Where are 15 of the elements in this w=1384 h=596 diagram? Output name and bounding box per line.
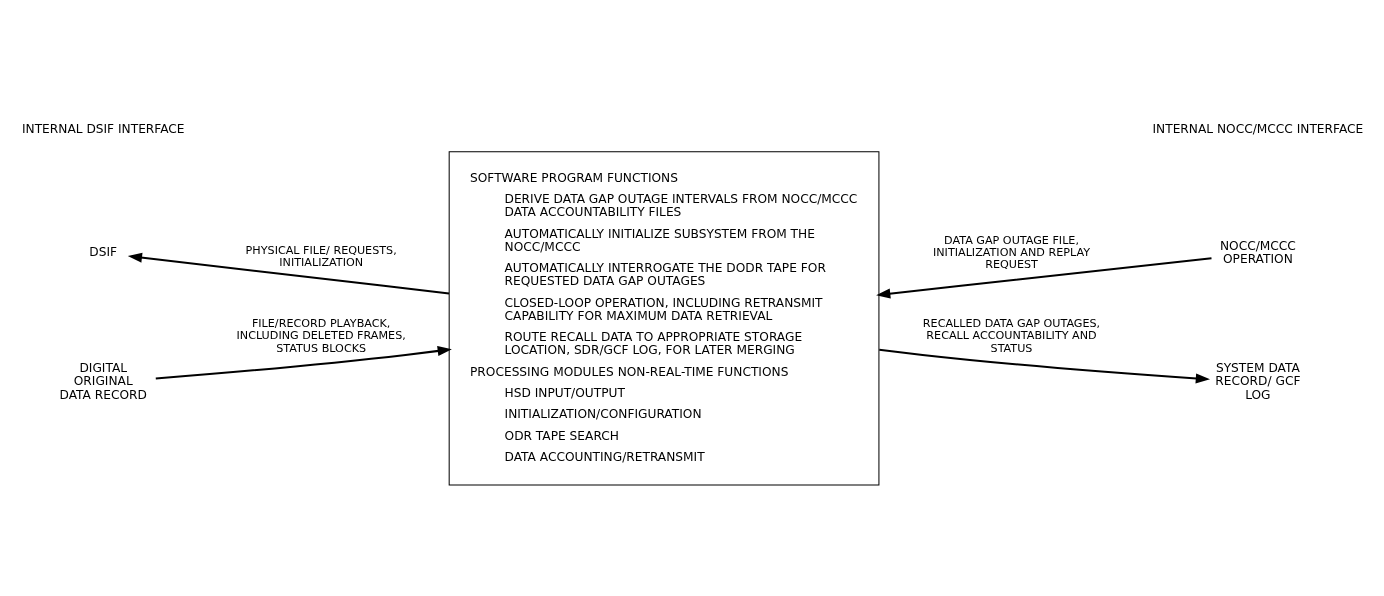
edge-label: FILE/RECORD PLAYBACK, INCLUDING DELETED FRAMES, STATUS BLOCKS bbox=[236, 317, 406, 355]
arrow bbox=[155, 346, 452, 380]
node-text: DSIF bbox=[88, 245, 117, 260]
arrow bbox=[875, 257, 1212, 299]
label: INTERNAL NOCC/MCCC INTERFACE bbox=[1152, 121, 1363, 136]
node-text: SYSTEM DATA RECORD/ GCF LOG bbox=[1214, 361, 1300, 402]
edge-label: DATA GAP OUTAGE FILE, INITIALIZATION AND REPLAY REQUEST bbox=[932, 233, 1090, 272]
node-text: DIGITAL ORIGINAL DATA RECORD bbox=[59, 361, 147, 402]
edge-label: RECALLED DATA GAP OUTAGES, RECALL ACCOUNTABILITY AND STATUS bbox=[922, 317, 1100, 355]
arrow bbox=[127, 252, 449, 295]
label: INTERNAL DSIF INTERFACE bbox=[21, 121, 185, 136]
edge-label: PHYSICAL FILE/ REQUESTS, INITIALIZATION bbox=[245, 244, 397, 270]
arrow bbox=[878, 348, 1210, 384]
node-box: SOFTWARE PROGRAM FUNCTIONS DERIVE DATA GAP OUTAGE INTERVALS FROM NOCC/MCCC DATA ACCOUNTABILITY FILES AUTOMATICALLY INITIALIZE SUBSYSTEM FROM THE NOCC/MCCC AUTOMATICALLY INTERROGATE THE DODR TAPE FOR REQUESTED DATA GAP OUTAGES CLOSED-LOOP OPERATION, INCLUDING RETRANSMIT CAPABILITY FOR MAXIMUM DATA RETRIEVAL ROUTE RECALL DATA TO APPROPRIATE STORAGE LOCATION, SDR/GCF LOG, FOR LATER MERGING PROCESSING MODULES NON-REAL-TIME FUNCTIONS HSD INPUT/OUTPUT INITIALIZATION/CONFIGURATION ODR TAPE SEARCH DATA ACCOUNTING/RETRANSMIT bbox=[448, 151, 879, 486]
node-text: NOCC/MCCC OPERATION bbox=[1219, 238, 1296, 267]
